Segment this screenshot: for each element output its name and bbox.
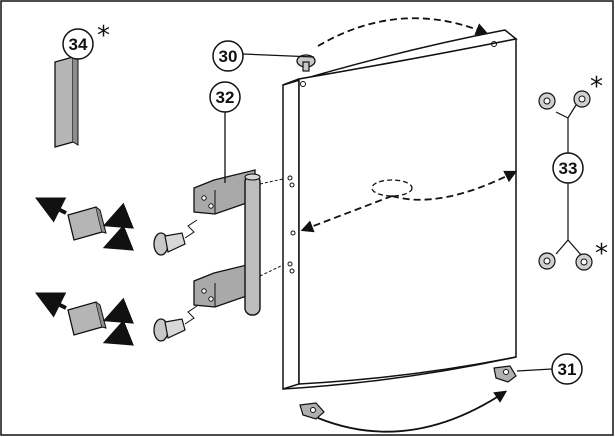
asterisk-marker-33-bottom: * [595, 239, 608, 269]
rotation-axis-ellipse [371, 179, 413, 197]
cover-cap-part-34-illustration [54, 56, 79, 148]
hinge-hole-top-left [300, 81, 306, 87]
door-bottom-edge [282, 356, 517, 390]
hinge-pin-part-30 [242, 53, 316, 72]
callout-34-label: 34 [69, 35, 88, 54]
screw-hole [287, 175, 293, 181]
callout-31-label: 31 [558, 360, 577, 379]
screw-hole [290, 230, 296, 236]
callout-33-label: 33 [559, 159, 578, 178]
bottom-hinge-move-arrow [317, 390, 508, 433]
bottom-hinge-part-31-old [299, 402, 325, 420]
plugs-part-33 [538, 90, 593, 271]
handle-screw-upper [153, 219, 198, 256]
leader-line-31 [516, 368, 553, 372]
door-handle-part-32 [193, 110, 284, 316]
handle-grip-bar [244, 174, 261, 316]
cover-cap-lower [67, 301, 107, 336]
cap-removal-arrows [34, 197, 134, 346]
handle-screw-lower [153, 305, 198, 342]
callout-31: 31 [551, 353, 583, 385]
callout-30: 30 [212, 40, 244, 72]
hinge-hole-top-right [491, 41, 497, 47]
door-front-face [298, 38, 517, 385]
callout-34: 34 [62, 28, 94, 60]
leader-line-30 [242, 53, 315, 58]
asterisk-marker-33-top: * [590, 72, 603, 102]
screw-hole [289, 182, 295, 188]
screw-hole [287, 261, 293, 267]
callout-33: 33 [552, 152, 584, 184]
fridge-door [282, 29, 518, 391]
callout-32: 32 [209, 81, 241, 113]
cover-cap-upper [67, 206, 107, 241]
callout-32-label: 32 [216, 88, 235, 107]
handle-relocate-arrow-right [391, 170, 518, 201]
top-hinge-move-arrow [317, 17, 489, 47]
asterisk-marker-34: * [97, 21, 110, 51]
screw-hole [289, 268, 295, 274]
bottom-hinge-part-31-new [493, 365, 553, 383]
handle-relocate-arrow-left [300, 195, 393, 233]
callout-30-label: 30 [219, 47, 238, 66]
